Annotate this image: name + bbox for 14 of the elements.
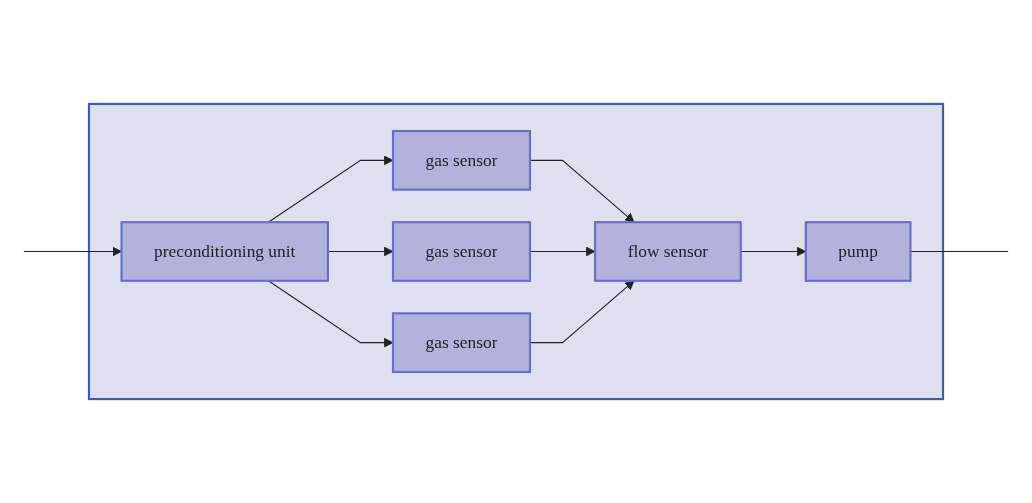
arrow	[327, 246, 394, 257]
node-box: gas sensor	[391, 129, 532, 191]
arrow	[529, 159, 635, 223]
node-box: gas sensor	[391, 221, 532, 282]
arrow	[529, 280, 635, 344]
node-box: preconditioning unit	[120, 221, 329, 282]
arrow	[23, 246, 122, 257]
node-box: flow sensor	[594, 221, 742, 282]
node-box: gas sensor	[391, 312, 532, 374]
arrow	[267, 280, 394, 348]
arrow	[529, 246, 596, 257]
cluster	[87, 102, 945, 401]
arrow	[267, 155, 394, 223]
node-box: pump	[804, 221, 912, 282]
